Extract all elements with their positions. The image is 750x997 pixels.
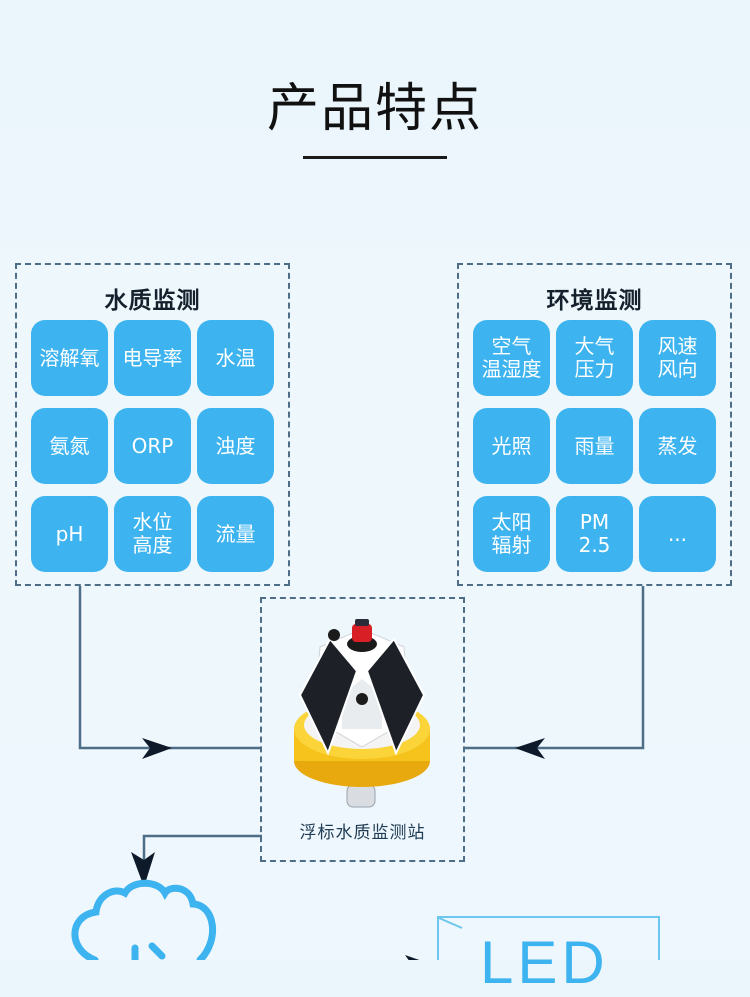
buoy-station-panel: 浮标水质监测站	[260, 597, 465, 862]
water-monitoring-panel: 水质监测 溶解氧 电导率 水温 氨氮 ORP 浊度 pH 水位 高度 流量	[15, 263, 290, 586]
water-item-tile: 流量	[197, 496, 274, 572]
env-item-tile: 光照	[473, 408, 550, 484]
env-item-tile: PM 2.5	[556, 496, 633, 572]
title-underline	[303, 156, 447, 159]
water-item-tile: 溶解氧	[31, 320, 108, 396]
env-item-tile: 大气 压力	[556, 320, 633, 396]
water-item-tile: ORP	[114, 408, 191, 484]
water-item-tile: 水温	[197, 320, 274, 396]
water-item-tile: 水位 高度	[114, 496, 191, 572]
water-item-tile: 电导率	[114, 320, 191, 396]
station-label: 浮标水质监测站	[299, 823, 426, 843]
env-item-tile: 太阳 辐射	[473, 496, 550, 572]
led-screen-icon	[437, 916, 660, 960]
env-item-tile: 蒸发	[639, 408, 716, 484]
env-item-tile: 风速 风向	[639, 320, 716, 396]
arrow-right-icon	[142, 738, 172, 759]
water-item-tile: 氨氮	[31, 408, 108, 484]
arrow-down-icon	[131, 852, 155, 887]
connector-diagram	[71, 586, 660, 960]
water-item-tile: 浊度	[197, 408, 274, 484]
connector-env-to-station	[463, 586, 645, 750]
buoy-station-image	[294, 619, 430, 808]
led-label: LED	[480, 929, 609, 996]
page-title: 产品特点	[266, 79, 483, 139]
connector-station-to-cloud	[142, 834, 262, 870]
environment-monitoring-panel: 环境监测 空气 温湿度 大气 压力 风速 风向 光照 雨量 蒸发 太阳 辐射 P…	[457, 263, 732, 586]
environment-monitoring-title: 环境监测	[546, 288, 643, 314]
env-item-tile: 雨量	[556, 408, 633, 484]
connector-water-to-station	[78, 586, 262, 750]
arrow-led-icon	[405, 955, 420, 960]
env-item-tile: 空气 温湿度	[473, 320, 550, 396]
arrow-left-icon	[515, 738, 545, 759]
water-monitoring-title: 水质监测	[104, 288, 201, 314]
cloud-upload-icon	[71, 879, 217, 960]
env-item-tile: ...	[639, 496, 716, 572]
water-item-tile: pH	[31, 496, 108, 572]
